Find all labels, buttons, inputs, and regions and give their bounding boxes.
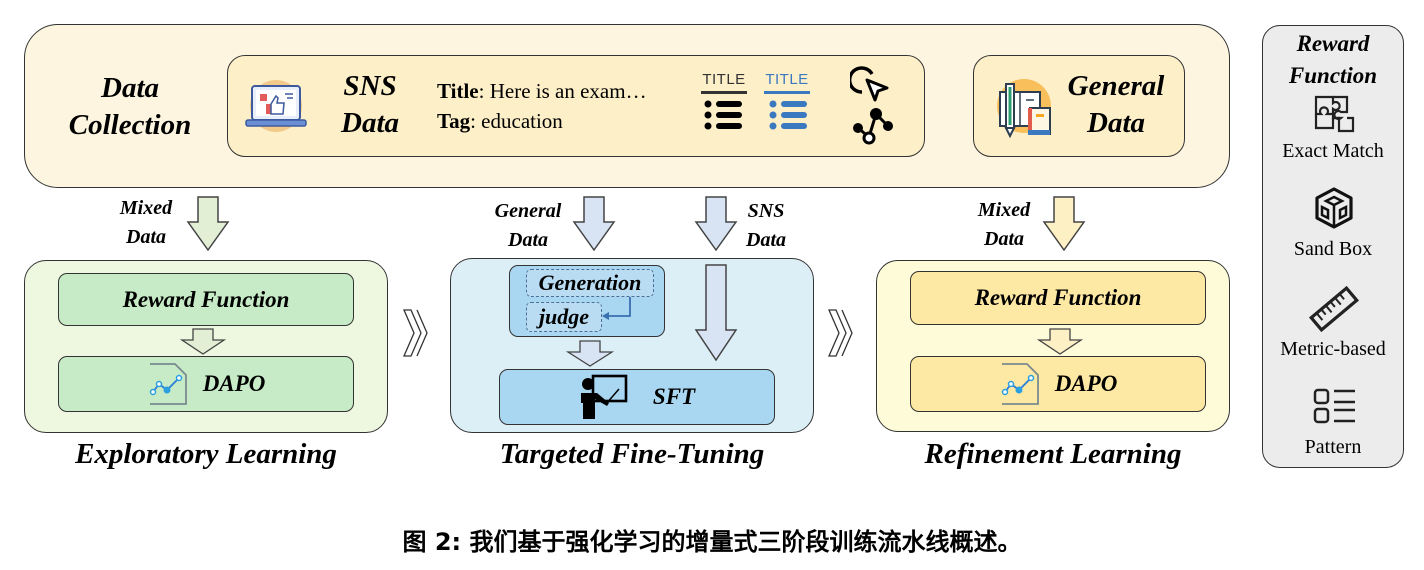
stage3-reward-function-box: Reward Function (910, 271, 1206, 325)
stage2-sns-input-label: SNS Data (736, 197, 796, 255)
stage2-general-input-label: General Data (483, 197, 573, 255)
stage1-dapo-box: DAPO (58, 356, 354, 412)
sns-data-box (227, 55, 925, 157)
sns-example: Title: Here is an exam… Tag: education (437, 76, 647, 136)
title-list-icon-blue-label: TITLE (765, 71, 809, 88)
stage3-dapo-box: DAPO (910, 356, 1206, 412)
stage1-input-line1: Mixed (119, 197, 173, 219)
title-key: Title (437, 79, 479, 103)
chart-file-icon (1001, 363, 1039, 405)
stage3-input-line1: Mixed (977, 199, 1031, 221)
stage3-input-label: Mixed Data (966, 196, 1042, 254)
tag-value: : education (470, 109, 563, 133)
sns-example-title: Title: Here is an exam… (437, 76, 647, 106)
ruler-icon (1308, 285, 1360, 333)
reward-panel-title-line1: Reward (1296, 31, 1370, 56)
stage3-input-line2: Data (984, 228, 1024, 250)
stage1-input-label: Mixed Data (108, 194, 184, 252)
reward-item-metric-based: Metric-based (1280, 338, 1386, 360)
title-list-icon-dark (701, 91, 747, 130)
sns-title-line1: SNS (343, 70, 397, 102)
down-arrow-icon (1042, 196, 1086, 252)
figure-caption: 图 2: 我们基于强化学习的增量式三阶段训练流水线概述。 (402, 528, 1022, 556)
stage3-dapo-label: DAPO (1054, 371, 1118, 396)
sft-label: SFT (652, 384, 696, 409)
books-pencil-icon (997, 79, 1051, 139)
chart-file-icon (149, 363, 187, 405)
puzzle-icon (1314, 95, 1355, 133)
data-collection-label: Data Collection (40, 70, 220, 144)
down-arrow-icon (1037, 328, 1083, 355)
stage1-reward-function-box: Reward Function (58, 273, 354, 326)
data-collection-label-line2: Collection (68, 109, 192, 141)
generation-label: Generation (526, 269, 654, 297)
stage2-title: Targeted Fine-Tuning (499, 438, 765, 470)
stage1-reward-function-label: Reward Function (122, 286, 290, 312)
reward-item-exact-match: Exact Match (1282, 140, 1384, 162)
list-pattern-icon (1313, 388, 1355, 424)
stage1-dapo-label: DAPO (202, 371, 266, 396)
general-data-title: General Data (1060, 68, 1172, 142)
cube-icon (1315, 187, 1353, 229)
double-chevron-icon (828, 309, 853, 357)
down-arrow-icon (566, 340, 614, 367)
reward-item-sand-box: Sand Box (1293, 238, 1373, 260)
general-title-line1: General (1067, 70, 1165, 102)
down-arrow-icon (694, 196, 738, 252)
stage3-reward-function-label: Reward Function (974, 285, 1142, 310)
down-arrow-icon (186, 196, 230, 252)
judge-label: judge (526, 302, 602, 332)
tag-key: Tag (437, 109, 471, 133)
stage1-input-line2: Data (126, 226, 166, 248)
reward-function-panel-title: Reward Function (1262, 28, 1404, 92)
stage2-general-input-line1: General (494, 200, 562, 222)
title-value: : Here is an exam… (478, 79, 647, 103)
sns-data-title: SNS Data (330, 68, 410, 142)
sns-example-tag: Tag: education (437, 106, 647, 136)
title-list-icon-dark-label: TITLE (702, 71, 746, 88)
feedback-arrow-icon (602, 297, 631, 320)
down-arrow-icon (180, 328, 226, 355)
reward-item-pattern: Pattern (1304, 436, 1362, 458)
general-data-box (973, 55, 1185, 157)
stage2-sns-input-line2: Data (746, 229, 786, 251)
teacher-icon (580, 374, 628, 419)
down-arrow-icon (572, 196, 616, 252)
sns-title-line2: Data (341, 107, 399, 139)
sft-box: SFT (499, 369, 775, 425)
reward-panel-title-line2: Function (1288, 63, 1378, 88)
stage2-sns-input-line1: SNS (747, 200, 785, 222)
stage3-title: Refinement Learning (924, 438, 1182, 470)
stage1-title: Exploratory Learning (75, 438, 337, 470)
laptop-like-icon (245, 80, 307, 132)
click-cursor-icon (850, 66, 889, 102)
data-collection-label-line1: Data (101, 72, 159, 104)
long-down-arrow-icon (694, 264, 738, 362)
general-title-line2: Data (1087, 107, 1145, 139)
stage2-general-input-line2: Data (508, 229, 548, 251)
share-nodes-icon (853, 108, 893, 145)
double-chevron-icon (403, 309, 428, 357)
title-list-icon-blue (764, 91, 810, 130)
